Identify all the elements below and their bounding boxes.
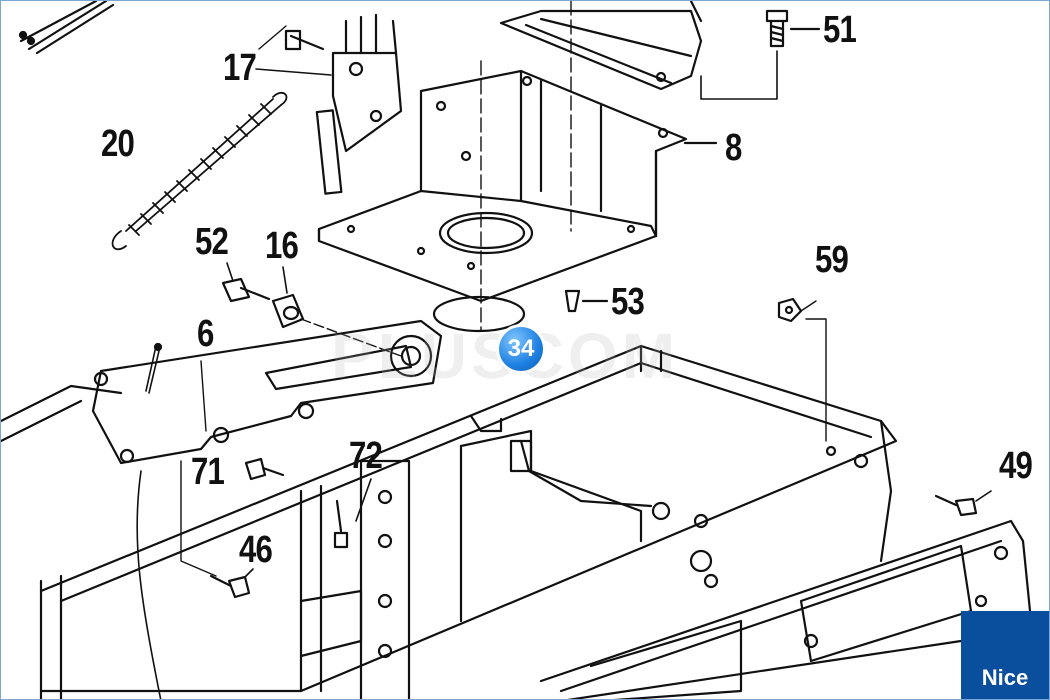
release-lever-6	[1, 319, 443, 699]
part-label-52: 52	[195, 221, 229, 263]
screw-46	[209, 568, 254, 599]
screw-71	[244, 457, 285, 481]
part-label-46: 46	[239, 529, 273, 571]
cable-illustration	[18, 1, 115, 55]
mounting-plate-72	[333, 459, 411, 699]
motor-bracket-8	[317, 1, 718, 332]
part-label-8: 8	[725, 127, 742, 169]
part-label-20: 20	[101, 123, 135, 165]
part-label-16: 16	[265, 225, 299, 267]
bolt-51	[700, 9, 821, 100]
spring-20	[111, 92, 288, 251]
microswitch-17	[255, 13, 403, 195]
nut-59	[777, 297, 827, 442]
cover-plate	[499, 1, 703, 91]
screw-49	[934, 490, 992, 517]
part-label-53: 53	[611, 281, 645, 323]
part-label-59: 59	[815, 239, 849, 281]
leader-lines	[200, 25, 287, 432]
front-flange-plate	[539, 519, 1033, 699]
part-label-51: 51	[823, 9, 857, 51]
part-label-72: 72	[349, 435, 383, 477]
screw-53	[564, 289, 609, 313]
part-label-17: 17	[223, 47, 257, 89]
part-34-hotspot-badge[interactable]: 34	[499, 327, 543, 371]
gearbox-housing	[39, 344, 898, 699]
part-label-71: 71	[191, 451, 225, 493]
part-label-6: 6	[197, 313, 214, 355]
brand-logo: Nice	[961, 611, 1049, 699]
part-label-49: 49	[999, 445, 1033, 487]
screw-52	[221, 262, 271, 303]
o-ring	[432, 295, 526, 333]
